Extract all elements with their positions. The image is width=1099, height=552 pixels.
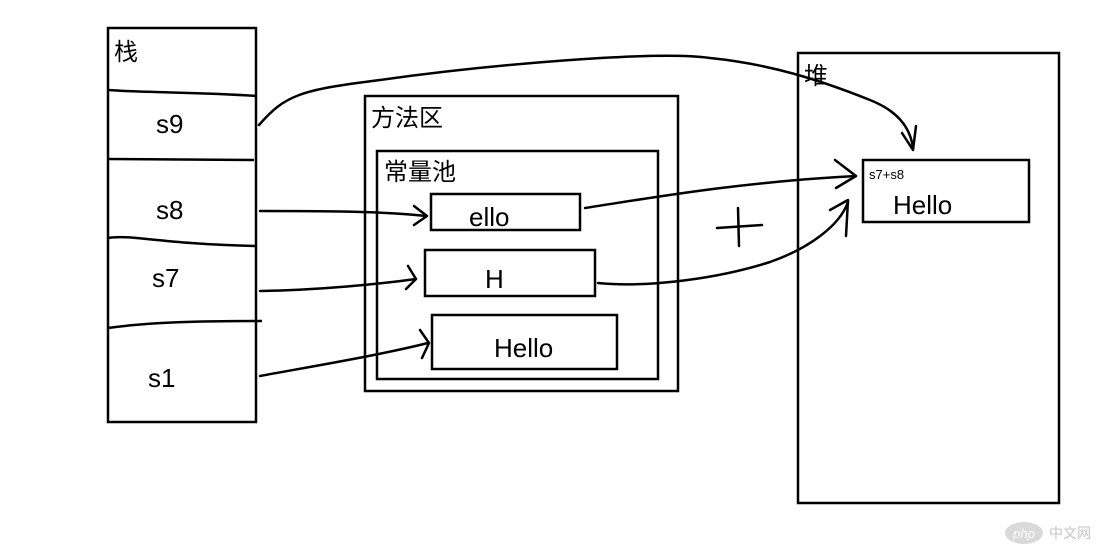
arrowhead xyxy=(412,204,429,227)
stack-divider xyxy=(107,319,263,330)
string-box-hello xyxy=(430,313,619,371)
arrowhead xyxy=(833,158,858,190)
arrowhead xyxy=(828,198,850,238)
arrowhead xyxy=(418,328,431,360)
arrowhead xyxy=(900,124,918,152)
watermark-text: 中文网 xyxy=(1049,526,1091,542)
stack-divider xyxy=(107,235,257,248)
arrow-s1-hello xyxy=(258,341,430,378)
string-box-ello xyxy=(429,192,582,232)
pool-string-hello: Hello xyxy=(494,333,554,363)
constant-pool-box xyxy=(375,149,660,381)
pool-string-ello: ello xyxy=(469,202,510,232)
stack-title: 栈 xyxy=(114,38,138,66)
stack-slot-s1: s1 xyxy=(148,363,176,393)
heap-object-value: Hello xyxy=(893,190,953,220)
arrow-s9-heap xyxy=(257,54,915,150)
stack-slot-s9: s9 xyxy=(156,109,184,139)
method-area-title: 方法区 xyxy=(371,104,443,132)
heap-object-expr: s7+s8 xyxy=(869,167,905,182)
php-logo-icon: php xyxy=(1005,522,1043,544)
heap-title: 堆 xyxy=(804,62,828,90)
stack-slot-s7: s7 xyxy=(152,263,180,293)
arrowhead xyxy=(404,264,418,291)
arrow-s7-h xyxy=(258,277,418,293)
pool-string-h: H xyxy=(485,264,504,294)
constant-pool-title: 常量池 xyxy=(384,158,456,186)
arrow-ello-heap xyxy=(583,174,858,210)
plus-vertical-stroke xyxy=(736,206,741,248)
plus-operator: + xyxy=(716,201,742,245)
method-area-box xyxy=(363,94,680,393)
stack-slot-s8: s8 xyxy=(156,195,184,225)
stack-divider xyxy=(107,157,255,162)
string-box-h xyxy=(423,248,597,298)
watermark: php 中文网 xyxy=(1005,522,1091,544)
stack-box xyxy=(106,26,258,424)
stack-divider xyxy=(107,88,257,98)
arrow-s8-ello xyxy=(258,209,428,218)
heap-box xyxy=(796,51,1061,505)
arrow-h-heap xyxy=(596,200,850,286)
heap-object-box xyxy=(861,158,1031,224)
